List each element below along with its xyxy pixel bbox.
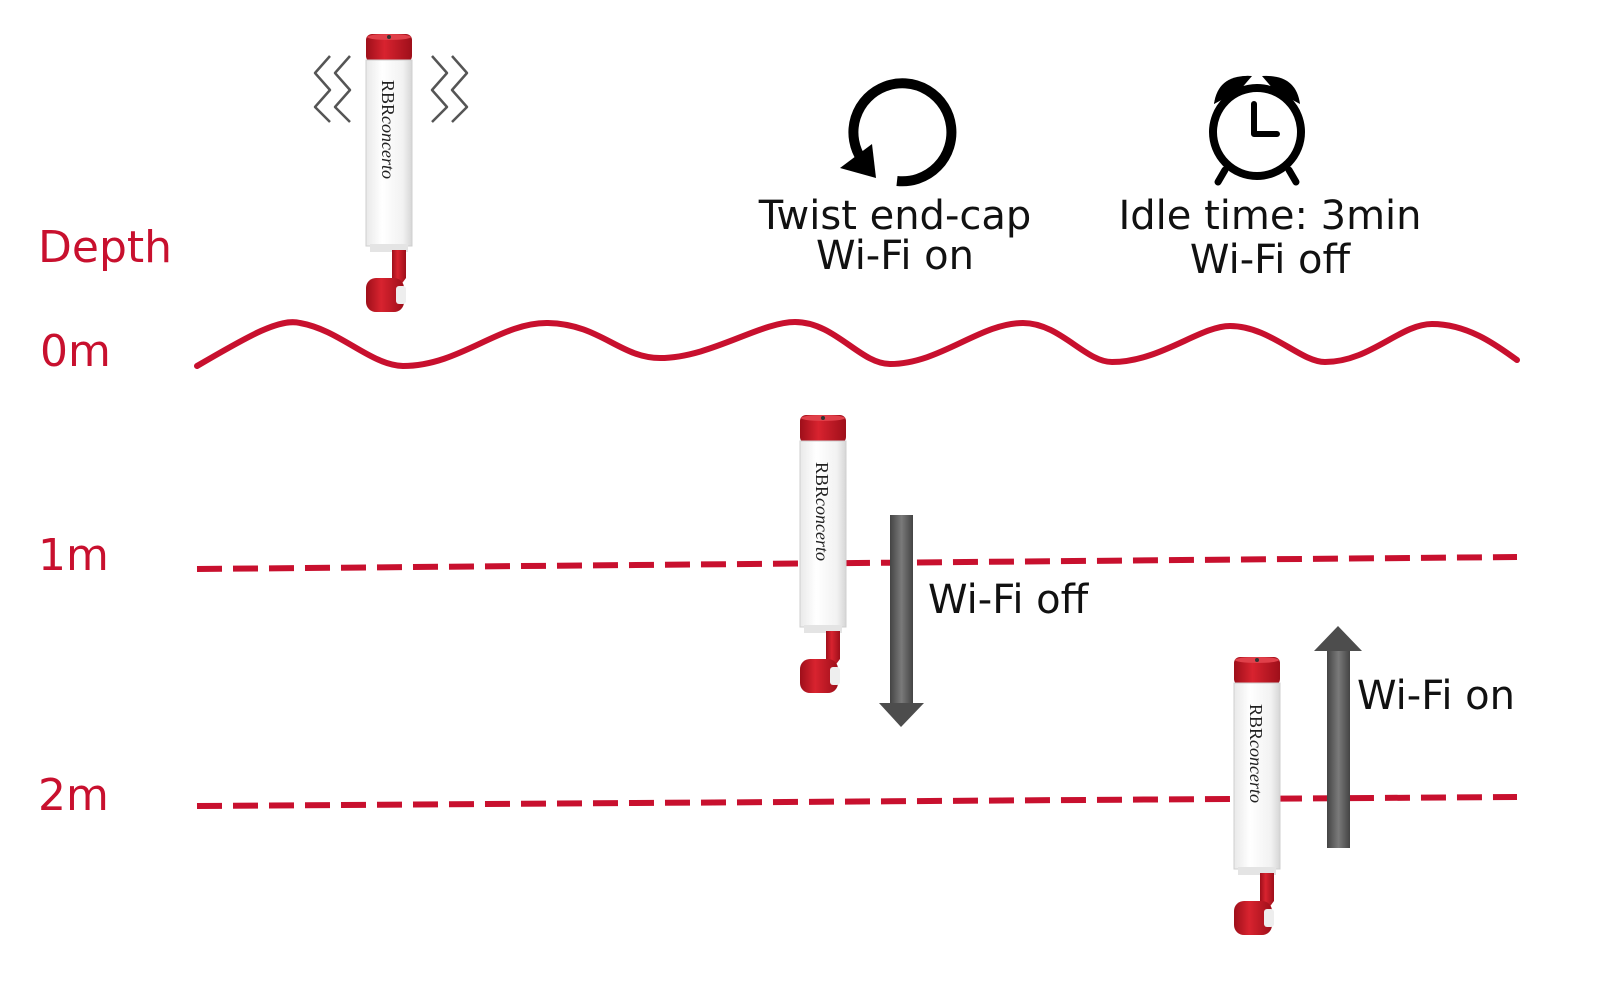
depth-label-0m: 0m (40, 326, 111, 377)
depth-title: Depth (38, 222, 173, 273)
depth-label-1m: 1m (38, 530, 109, 581)
up-arrow-icon (1314, 626, 1362, 848)
ascend-label: Wi-Fi on (1357, 673, 1515, 719)
device-label-1: RBRconcerto (378, 80, 398, 179)
depth-label-2m: 2m (38, 770, 109, 821)
alarm-clock-icon (1209, 75, 1305, 186)
descend-label: Wi-Fi off (928, 577, 1089, 623)
idle-step-line1: Idle time: 3min (1118, 193, 1422, 239)
down-arrow-icon (879, 515, 924, 727)
device-label-2: RBRconcerto (812, 462, 832, 561)
depth-1m-line (196, 554, 1518, 572)
water-surface-line (194, 318, 1520, 370)
svg-text:RBRconcerto: RBRconcerto (812, 462, 832, 561)
depth-2m-line (196, 794, 1518, 809)
device-label-3: RBRconcerto (1246, 704, 1266, 803)
svg-text:RBRconcerto: RBRconcerto (1246, 704, 1266, 803)
rotate-arrow-icon (840, 78, 957, 187)
twist-step-line2: Wi-Fi on (816, 233, 974, 279)
twist-step-line1: Twist end-cap (758, 193, 1032, 239)
svg-text:RBRconcerto: RBRconcerto (378, 80, 398, 179)
vibration-icon (313, 55, 469, 123)
idle-step-line2: Wi-Fi off (1189, 237, 1351, 283)
